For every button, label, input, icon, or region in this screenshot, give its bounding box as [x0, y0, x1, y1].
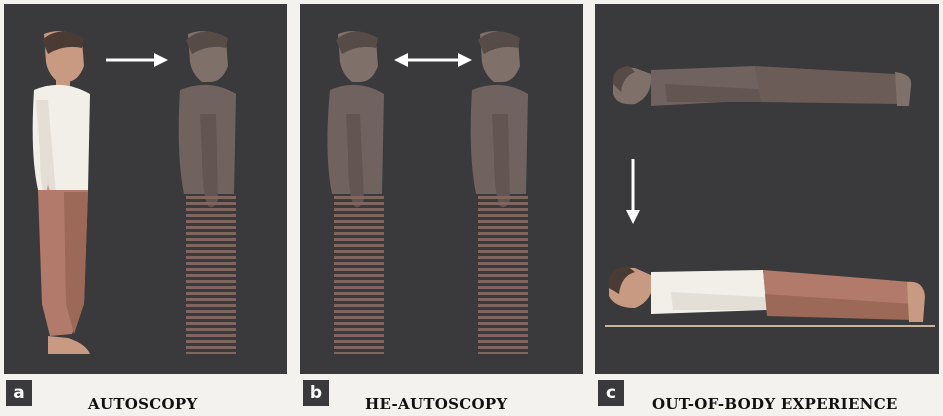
arrow-bidirectional-icon — [394, 53, 472, 67]
panel-letter-c: c — [598, 380, 624, 406]
floating-body-figure — [613, 66, 911, 106]
autoscopic-double-figure — [179, 31, 236, 354]
panel-he-autoscopy — [300, 4, 583, 374]
autoscopy-illustration — [4, 4, 287, 374]
caption-out-of-body: OUT-OF-BODY EXPERIENCE — [652, 395, 898, 413]
he-autoscopy-illustration — [300, 4, 583, 374]
panel-out-of-body — [595, 4, 939, 374]
left-body-figure — [327, 31, 384, 354]
out-of-body-illustration — [595, 4, 939, 374]
panel-letter-b: b — [303, 380, 329, 406]
panel-autoscopy — [4, 4, 287, 374]
caption-autoscopy: AUTOSCOPY — [88, 395, 197, 413]
arrow-down-icon — [626, 159, 640, 224]
real-body-figure — [33, 31, 90, 354]
panel-letter-a: a — [6, 380, 32, 406]
arrow-right-icon — [106, 53, 168, 67]
right-body-figure — [471, 31, 528, 354]
caption-he-autoscopy: HE-AUTOSCOPY — [365, 395, 507, 413]
lying-body-figure — [608, 266, 925, 322]
